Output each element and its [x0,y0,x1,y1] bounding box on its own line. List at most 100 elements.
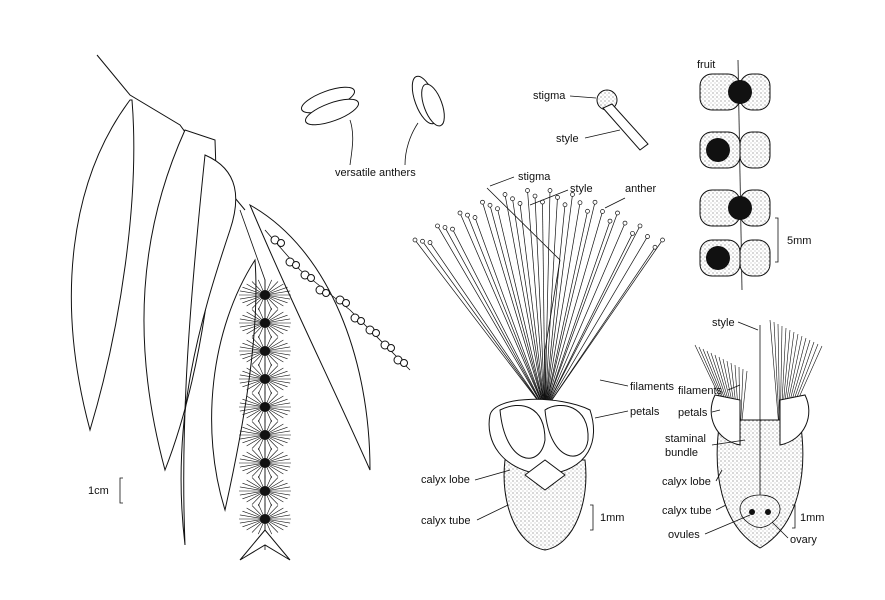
anther [585,208,590,214]
flower-cluster [260,346,270,356]
label-anther-flower: anther [625,183,657,195]
filament [474,217,546,411]
anther [457,210,463,216]
filament [544,204,566,411]
label-style-section: style [712,317,735,329]
filament [519,203,546,411]
flower-section-detail: style filaments petals staminal bundle c… [662,317,824,549]
bud [322,289,330,297]
fruit-capsule [739,131,771,169]
anther [630,231,635,236]
anther [652,244,658,250]
filament [512,198,546,411]
flower-cluster [260,486,270,496]
filament [422,241,546,411]
filament [544,222,626,411]
bud [400,359,408,367]
versatile-anthers-detail: versatile anthers [301,75,445,179]
anther [435,223,440,229]
fruit-detail: fruit 5mm [697,59,811,291]
anther [592,199,598,205]
calyx-tube [503,459,587,551]
bud [307,274,315,282]
leaf [180,154,237,546]
bud [372,329,380,337]
anther [472,215,478,220]
anther [510,196,515,202]
filament [452,228,546,411]
calyx-lobe [524,459,566,491]
filament [544,212,618,411]
label-stigma-top: stigma [533,90,566,102]
filament [544,233,633,411]
bud [357,317,365,325]
filament [544,236,648,411]
label-filaments-flower: filaments [630,381,675,393]
flower-cluster [260,374,270,384]
filament [444,227,546,411]
label-fruit: fruit [697,59,715,71]
flower-cluster [260,514,270,524]
fruit-opening [706,138,730,162]
scale-label-1mm-flower: 1mm [600,512,624,524]
filament [437,225,546,411]
shoot-tip [239,529,291,561]
label-calyx-tube-flower: calyx tube [421,515,471,527]
flower-cluster [260,290,270,300]
filament [489,205,546,411]
filament [544,197,558,411]
anther [607,218,613,224]
buds [270,235,408,367]
label-calyx-tube-section: calyx tube [662,505,712,517]
flower-cluster [260,402,270,412]
fruit-capsule [739,239,771,277]
branch-with-leaves [70,54,411,561]
anther [517,201,523,206]
label-petals-flower: petals [630,406,660,418]
filament [544,194,573,411]
leaf [70,99,135,432]
anther [600,209,605,214]
filament [544,202,581,411]
filament [544,190,551,411]
leaf [248,203,371,471]
label-filaments-section: filaments [678,385,723,397]
anther [495,206,500,212]
filament [544,211,603,411]
anther [622,220,628,226]
anther [450,226,455,232]
anther [525,188,530,193]
filament [534,196,546,411]
fruit-opening [728,196,752,220]
anther [570,192,575,197]
leaf [211,258,257,512]
anther [442,225,448,230]
label-calyx-lobe-section: calyx lobe [662,476,711,488]
filament [544,239,663,411]
anther [427,240,433,245]
label-versatile-anthers: versatile anthers [335,167,416,179]
anther [547,188,553,193]
anther [555,195,560,200]
label-petals-section: petals [678,407,708,419]
label-ovules: ovules [668,529,700,541]
flower-cluster [260,318,270,328]
label-style-flower: style [570,183,593,195]
anther [480,199,485,205]
filament [527,190,546,411]
anther [487,202,493,208]
bud [387,344,395,352]
scale-label-1mm-section: 1mm [800,512,824,524]
filament [544,202,596,411]
scale-bar-1cm: 1cm [88,477,123,504]
anther [502,192,508,197]
anther [420,238,425,244]
fruit-opening [728,80,752,104]
anther [637,223,643,229]
anther [645,234,650,239]
anther [532,193,538,199]
filament [544,220,611,411]
filament [414,239,546,411]
flower-spike [239,279,291,535]
